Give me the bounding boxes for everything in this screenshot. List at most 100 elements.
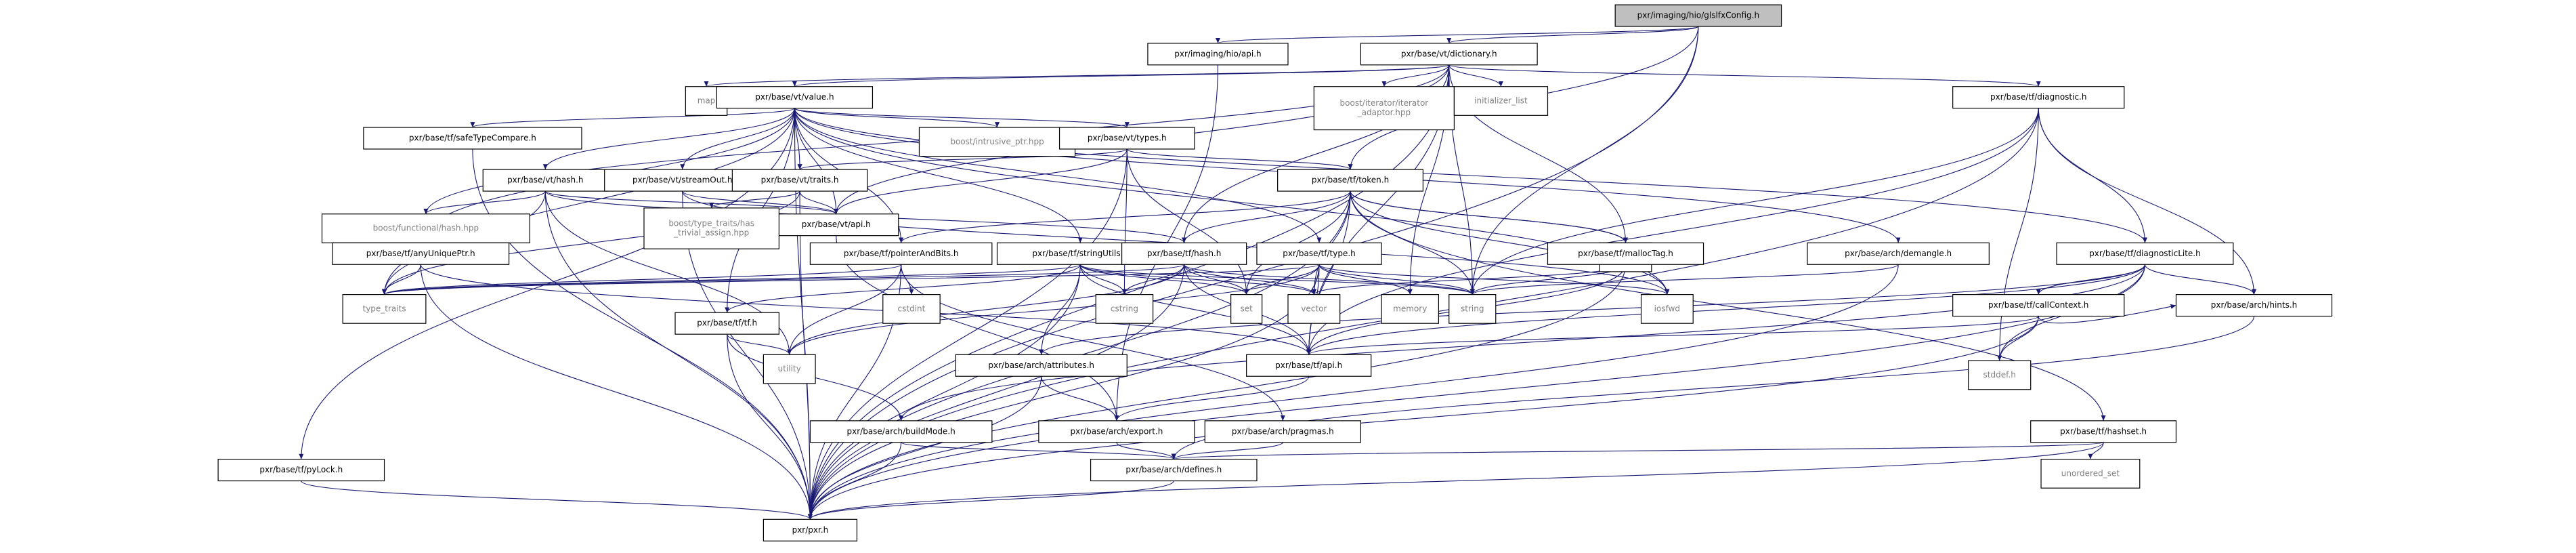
- node-tf-callctx[interactable]: pxr/base/tf/callContext.h: [1952, 294, 2125, 317]
- node-arch-demangle[interactable]: pxr/base/arch/demangle.h: [1807, 242, 1990, 265]
- edge-vt_types-to-tf_token: [1126, 148, 1353, 170]
- edge-vt_types-to-pxr: [807, 148, 1128, 520]
- node-box: [674, 312, 780, 335]
- node-init-list: initializer_list: [1453, 86, 1549, 116]
- node-vt-api[interactable]: pxr/base/vt/api.h: [773, 213, 899, 237]
- node-label: utility: [778, 364, 801, 373]
- node-arch-attr[interactable]: pxr/base/arch/attributes.h: [955, 354, 1128, 377]
- edge-vt_types-to-vt_api: [834, 148, 1128, 214]
- node-label: pxr/base/vt/traits.h: [761, 176, 839, 185]
- edge-vt_value-to-tf_type: [794, 108, 1322, 243]
- node-vt-hash[interactable]: pxr/base/vt/hash.h: [482, 169, 608, 192]
- node-tf-type[interactable]: pxr/base/tf/type.h: [1256, 242, 1382, 265]
- node-label: memory: [1393, 304, 1427, 313]
- node-arch-build[interactable]: pxr/base/arch/buildMode.h: [809, 420, 993, 443]
- node-label: pxr/pxr.h: [792, 525, 829, 535]
- node-vt-value[interactable]: pxr/base/vt/value.h: [716, 86, 874, 109]
- edge-vt_api-to-arch_export: [836, 235, 1119, 421]
- node-memory: memory: [1381, 294, 1440, 324]
- edge-tf_token-to-tf_hashset: [1350, 191, 2106, 421]
- edge-vt_dict-to-tf_diag: [1448, 64, 2041, 87]
- node-root[interactable]: pxr/imaging/hio/glslfxConfig.h: [1614, 4, 1782, 27]
- node-label: type_traits: [362, 304, 406, 313]
- edge-tf_callctx-to-tf_api: [1306, 316, 2039, 355]
- edge-tf_strutil-to-tf_api: [1079, 264, 1312, 355]
- node-pxr[interactable]: pxr/pxr.h: [763, 518, 858, 541]
- node-tf-pylock[interactable]: pxr/base/tf/pyLock.h: [217, 459, 385, 482]
- node-tf-tf[interactable]: pxr/base/tf/tf.h: [674, 312, 780, 335]
- node-cstring: cstring: [1095, 294, 1154, 324]
- node-arch-pragmas[interactable]: pxr/base/arch/pragmas.h: [1204, 420, 1361, 443]
- node-type-traits: type_traits: [342, 294, 427, 324]
- node-arch-defines[interactable]: pxr/base/arch/defines.h: [1090, 459, 1258, 482]
- node-label: pxr/base/arch/attributes.h: [988, 361, 1094, 370]
- node-tf-uniq[interactable]: pxr/base/tf/anyUniquePtr.h: [332, 242, 510, 265]
- edge-tf_hash-to-pxr: [807, 264, 1185, 520]
- node-boost-hash: boost/functional/hash.hpp: [321, 213, 530, 243]
- node-box: [2030, 420, 2177, 443]
- node-box: [882, 294, 941, 324]
- node-box: [1360, 43, 1538, 66]
- node-arch-hints[interactable]: pxr/base/arch/hints.h: [2175, 294, 2333, 317]
- node-label: boost/intrusive_ptr.hpp: [950, 137, 1044, 146]
- node-label: pxr/base/tf/diagnosticLite.h: [2089, 249, 2201, 258]
- node-label: pxr/base/tf/pointerAndBits.h: [844, 249, 959, 258]
- edge-arch_build-to-arch_defines: [901, 442, 1176, 460]
- edge-arch_defines-to-pxr: [808, 480, 1174, 520]
- edge-tf_callctx-to-arch_hints: [2038, 304, 2176, 324]
- node-unordered-set: unordered_set: [2040, 459, 2141, 489]
- node-tf-diaglite[interactable]: pxr/base/tf/diagnosticLite.h: [2056, 242, 2234, 265]
- edge-tf_pylock-to-pxr: [301, 480, 813, 520]
- edge-vt_stream-to-pxr: [682, 191, 813, 520]
- edge-root-to-hio_api: [1216, 26, 1699, 44]
- edge-tf_tf-to-pxr: [727, 334, 813, 520]
- node-tf-malloc[interactable]: pxr/base/tf/mallocTag.h: [1547, 242, 1704, 265]
- node-boost-iter: boost/iterator/iterator_adaptor.hpp: [1313, 86, 1455, 131]
- node-box: [1952, 86, 2125, 109]
- node-box: [1448, 294, 1497, 324]
- edge-tf_diag-to-arch_hints: [2038, 108, 2257, 295]
- node-tf-api[interactable]: pxr/base/tf/api.h: [1246, 354, 1372, 377]
- node-vt-types[interactable]: pxr/base/vt/types.h: [1058, 127, 1195, 150]
- edge-tf_hash-to-string: [1184, 264, 1475, 295]
- node-tf-hash[interactable]: pxr/base/tf/hash.h: [1121, 242, 1247, 265]
- node-tf-hashset[interactable]: pxr/base/tf/hashset.h: [2030, 420, 2177, 443]
- node-box: [809, 242, 993, 265]
- node-label: pxr/base/arch/defines.h: [1125, 465, 1222, 474]
- node-box: [321, 213, 530, 243]
- edge-vt_value-to-tf_safe: [470, 108, 795, 128]
- edge-vt_hash-to-boost_hash: [423, 190, 546, 215]
- edge-tf_hashset-to-pxr: [808, 442, 2104, 520]
- node-box: [217, 459, 385, 482]
- node-box: [2040, 459, 2141, 489]
- node-label: map: [697, 96, 716, 106]
- node-vt-traits[interactable]: pxr/base/vt/traits.h: [731, 169, 868, 192]
- node-box: [1256, 242, 1382, 265]
- node-tf-token[interactable]: pxr/base/tf/token.h: [1277, 169, 1424, 192]
- edge-arch_attr-to-arch_export: [1041, 376, 1119, 421]
- edge-arch_demangle-to-pxr: [807, 264, 1899, 520]
- node-label: _trivial_assign.hpp: [673, 228, 749, 238]
- node-tf-safe[interactable]: pxr/base/tf/safeTypeCompare.h: [363, 127, 582, 150]
- edge-vt_types-to-vt_traits: [797, 148, 1128, 170]
- node-vt-dict[interactable]: pxr/base/vt/dictionary.h: [1360, 43, 1538, 66]
- node-box: [2056, 242, 2234, 265]
- node-arch-export[interactable]: pxr/base/arch/export.h: [1038, 420, 1195, 443]
- node-label: pxr/base/vt/value.h: [755, 92, 834, 102]
- node-label: pxr/base/arch/pragmas.h: [1232, 426, 1334, 436]
- node-label: pxr/base/tf/mallocTag.h: [1578, 249, 1673, 258]
- node-hio-api[interactable]: pxr/imaging/hio/api.h: [1147, 43, 1289, 66]
- edge-tf_hash-to-utility: [787, 264, 1185, 355]
- node-box: [1313, 86, 1455, 131]
- node-tf-diag[interactable]: pxr/base/tf/diagnostic.h: [1952, 86, 2125, 109]
- edge-tf_ptrbits-to-type_traits: [382, 264, 902, 295]
- node-label: stddef.h: [1983, 370, 2016, 380]
- edge-vt_value-to-vt_stream: [680, 108, 795, 170]
- edge-tf_token-to-string: [1350, 191, 1475, 295]
- node-box: [1147, 43, 1289, 66]
- node-box: [1038, 420, 1195, 443]
- node-label: _adaptor.hpp: [1357, 108, 1411, 117]
- node-cstdint: cstdint: [882, 294, 941, 324]
- edge-arch_demangle-to-string: [1469, 264, 1899, 295]
- node-tf-ptrbits[interactable]: pxr/base/tf/pointerAndBits.h: [809, 242, 993, 265]
